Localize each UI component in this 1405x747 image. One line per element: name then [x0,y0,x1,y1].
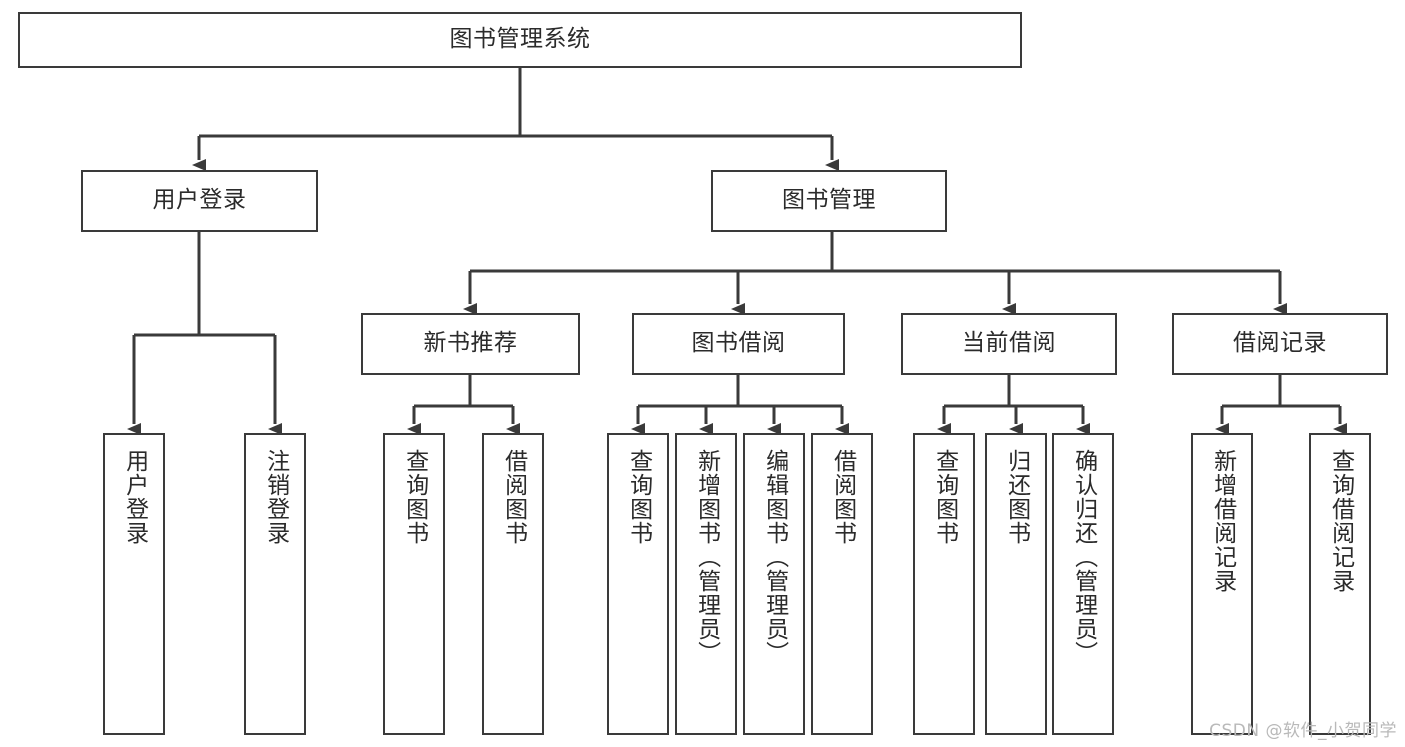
leaf-query-book-borrow[interactable]: 查询图书 [607,433,669,735]
node-borrow-records[interactable]: 借阅记录 [1172,313,1388,375]
leaf-query-book-current[interactable]: 查询图书 [913,433,975,735]
leaf-query-book-recommend-label: 查询图书 [401,449,428,545]
leaf-add-borrow-record-label: 新增借阅记录 [1209,449,1236,593]
csdn-watermark: CSDN @软件_小贺同学 [1209,721,1397,741]
leaf-query-book-recommend[interactable]: 查询图书 [383,433,445,735]
leaf-logout-label: 注销登录 [262,449,289,545]
leaf-edit-book[interactable]: 编辑图书（管理员） [743,433,805,735]
leaf-add-book[interactable]: 新增图书（管理员） [675,433,737,735]
leaf-confirm-return[interactable]: 确认归还（管理员） [1052,433,1114,735]
node-current-borrow-label: 当前借阅 [962,330,1056,357]
leaf-return-book[interactable]: 归还图书 [985,433,1047,735]
leaf-query-book-borrow-label: 查询图书 [625,449,652,545]
leaf-query-borrow-record[interactable]: 查询借阅记录 [1309,433,1371,735]
node-book-borrow[interactable]: 图书借阅 [632,313,845,375]
node-new-book-recommend[interactable]: 新书推荐 [361,313,580,375]
node-new-book-recommend-label: 新书推荐 [423,330,518,357]
leaf-add-borrow-record[interactable]: 新增借阅记录 [1191,433,1253,735]
node-user-login-label: 用户登录 [152,187,247,214]
leaf-edit-book-label: 编辑图书（管理员） [761,449,788,665]
node-borrow-records-label: 借阅记录 [1233,330,1327,357]
leaf-borrow-book[interactable]: 借阅图书 [811,433,873,735]
node-current-borrow[interactable]: 当前借阅 [901,313,1117,375]
leaf-query-borrow-record-label: 查询借阅记录 [1327,449,1354,593]
node-book-management-label: 图书管理 [782,187,876,214]
leaf-confirm-return-label: 确认归还（管理员） [1070,449,1097,665]
leaf-add-book-label: 新增图书（管理员） [693,449,720,665]
node-book-borrow-label: 图书借阅 [691,330,786,357]
node-book-management[interactable]: 图书管理 [711,170,947,232]
leaf-user-login[interactable]: 用户登录 [103,433,165,735]
leaf-return-book-label: 归还图书 [1003,449,1030,545]
leaf-borrow-book-recommend[interactable]: 借阅图书 [482,433,544,735]
leaf-borrow-book-recommend-label: 借阅图书 [500,449,527,545]
leaf-query-book-current-label: 查询图书 [931,449,958,545]
node-root-system-label: 图书管理系统 [449,26,591,53]
node-user-login[interactable]: 用户登录 [81,170,318,232]
leaf-logout[interactable]: 注销登录 [244,433,306,735]
leaf-borrow-book-label: 借阅图书 [829,449,856,545]
node-root-system[interactable]: 图书管理系统 [18,12,1022,68]
leaf-user-login-label: 用户登录 [121,449,148,545]
